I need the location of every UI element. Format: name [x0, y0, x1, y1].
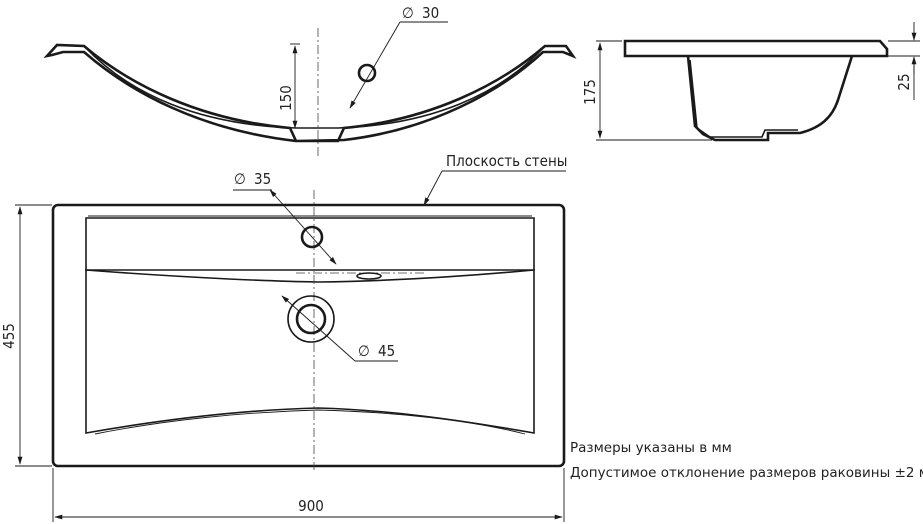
- drain-diameter-symbol: ∅: [358, 342, 370, 360]
- width-label: 900: [298, 497, 324, 515]
- faucet-hole-top-label: 30: [422, 4, 439, 22]
- tolerance-note: Допустимое отклонение размеров раковины …: [570, 465, 923, 481]
- plan-bowl-outline: [85, 269, 535, 434]
- drain-hole: [295, 303, 327, 335]
- side-view: 175 25: [581, 22, 920, 142]
- drain-outer-ring: [287, 295, 335, 343]
- front-section-view: 150 ∅ 30: [43, 4, 577, 156]
- side-rim-outline: [623, 39, 889, 58]
- side-bowl-outline: [686, 55, 854, 142]
- basin-outer-profile: [43, 43, 577, 143]
- basin-inner-profile: [83, 45, 546, 129]
- plan-back-shelf: [85, 217, 535, 271]
- depth-label: 455: [0, 323, 18, 349]
- faucet-hole-leader: [349, 21, 401, 109]
- faucet-hole-plan-label: 35: [254, 170, 271, 188]
- units-note: Размеры указаны в мм: [570, 440, 732, 456]
- total-height-label: 175: [581, 79, 599, 105]
- faucet-hole-top-diameter-symbol: ∅: [402, 4, 414, 22]
- overflow-slot: [356, 272, 382, 280]
- faucet-hole-plan-diameter-symbol: ∅: [234, 170, 246, 188]
- plan-bowl-front-curve: [94, 409, 526, 435]
- drain-leader: [281, 295, 356, 362]
- rim-thickness-label: 25: [895, 73, 913, 90]
- plan-outer-outline: [51, 203, 566, 468]
- faucet-hole-plan-leader: [269, 189, 337, 265]
- drain-label: 45: [378, 342, 395, 360]
- bowl-depth-label: 150: [277, 85, 295, 111]
- faucet-hole-section: [357, 63, 377, 83]
- side-bowl-inner: [689, 59, 798, 138]
- wall-plane-leader: [423, 170, 443, 206]
- wall-plane-label: Плоскость стены: [446, 152, 567, 170]
- plan-view: ∅ 35 ∅ 45 Плоскость стены 455 900: [0, 152, 567, 522]
